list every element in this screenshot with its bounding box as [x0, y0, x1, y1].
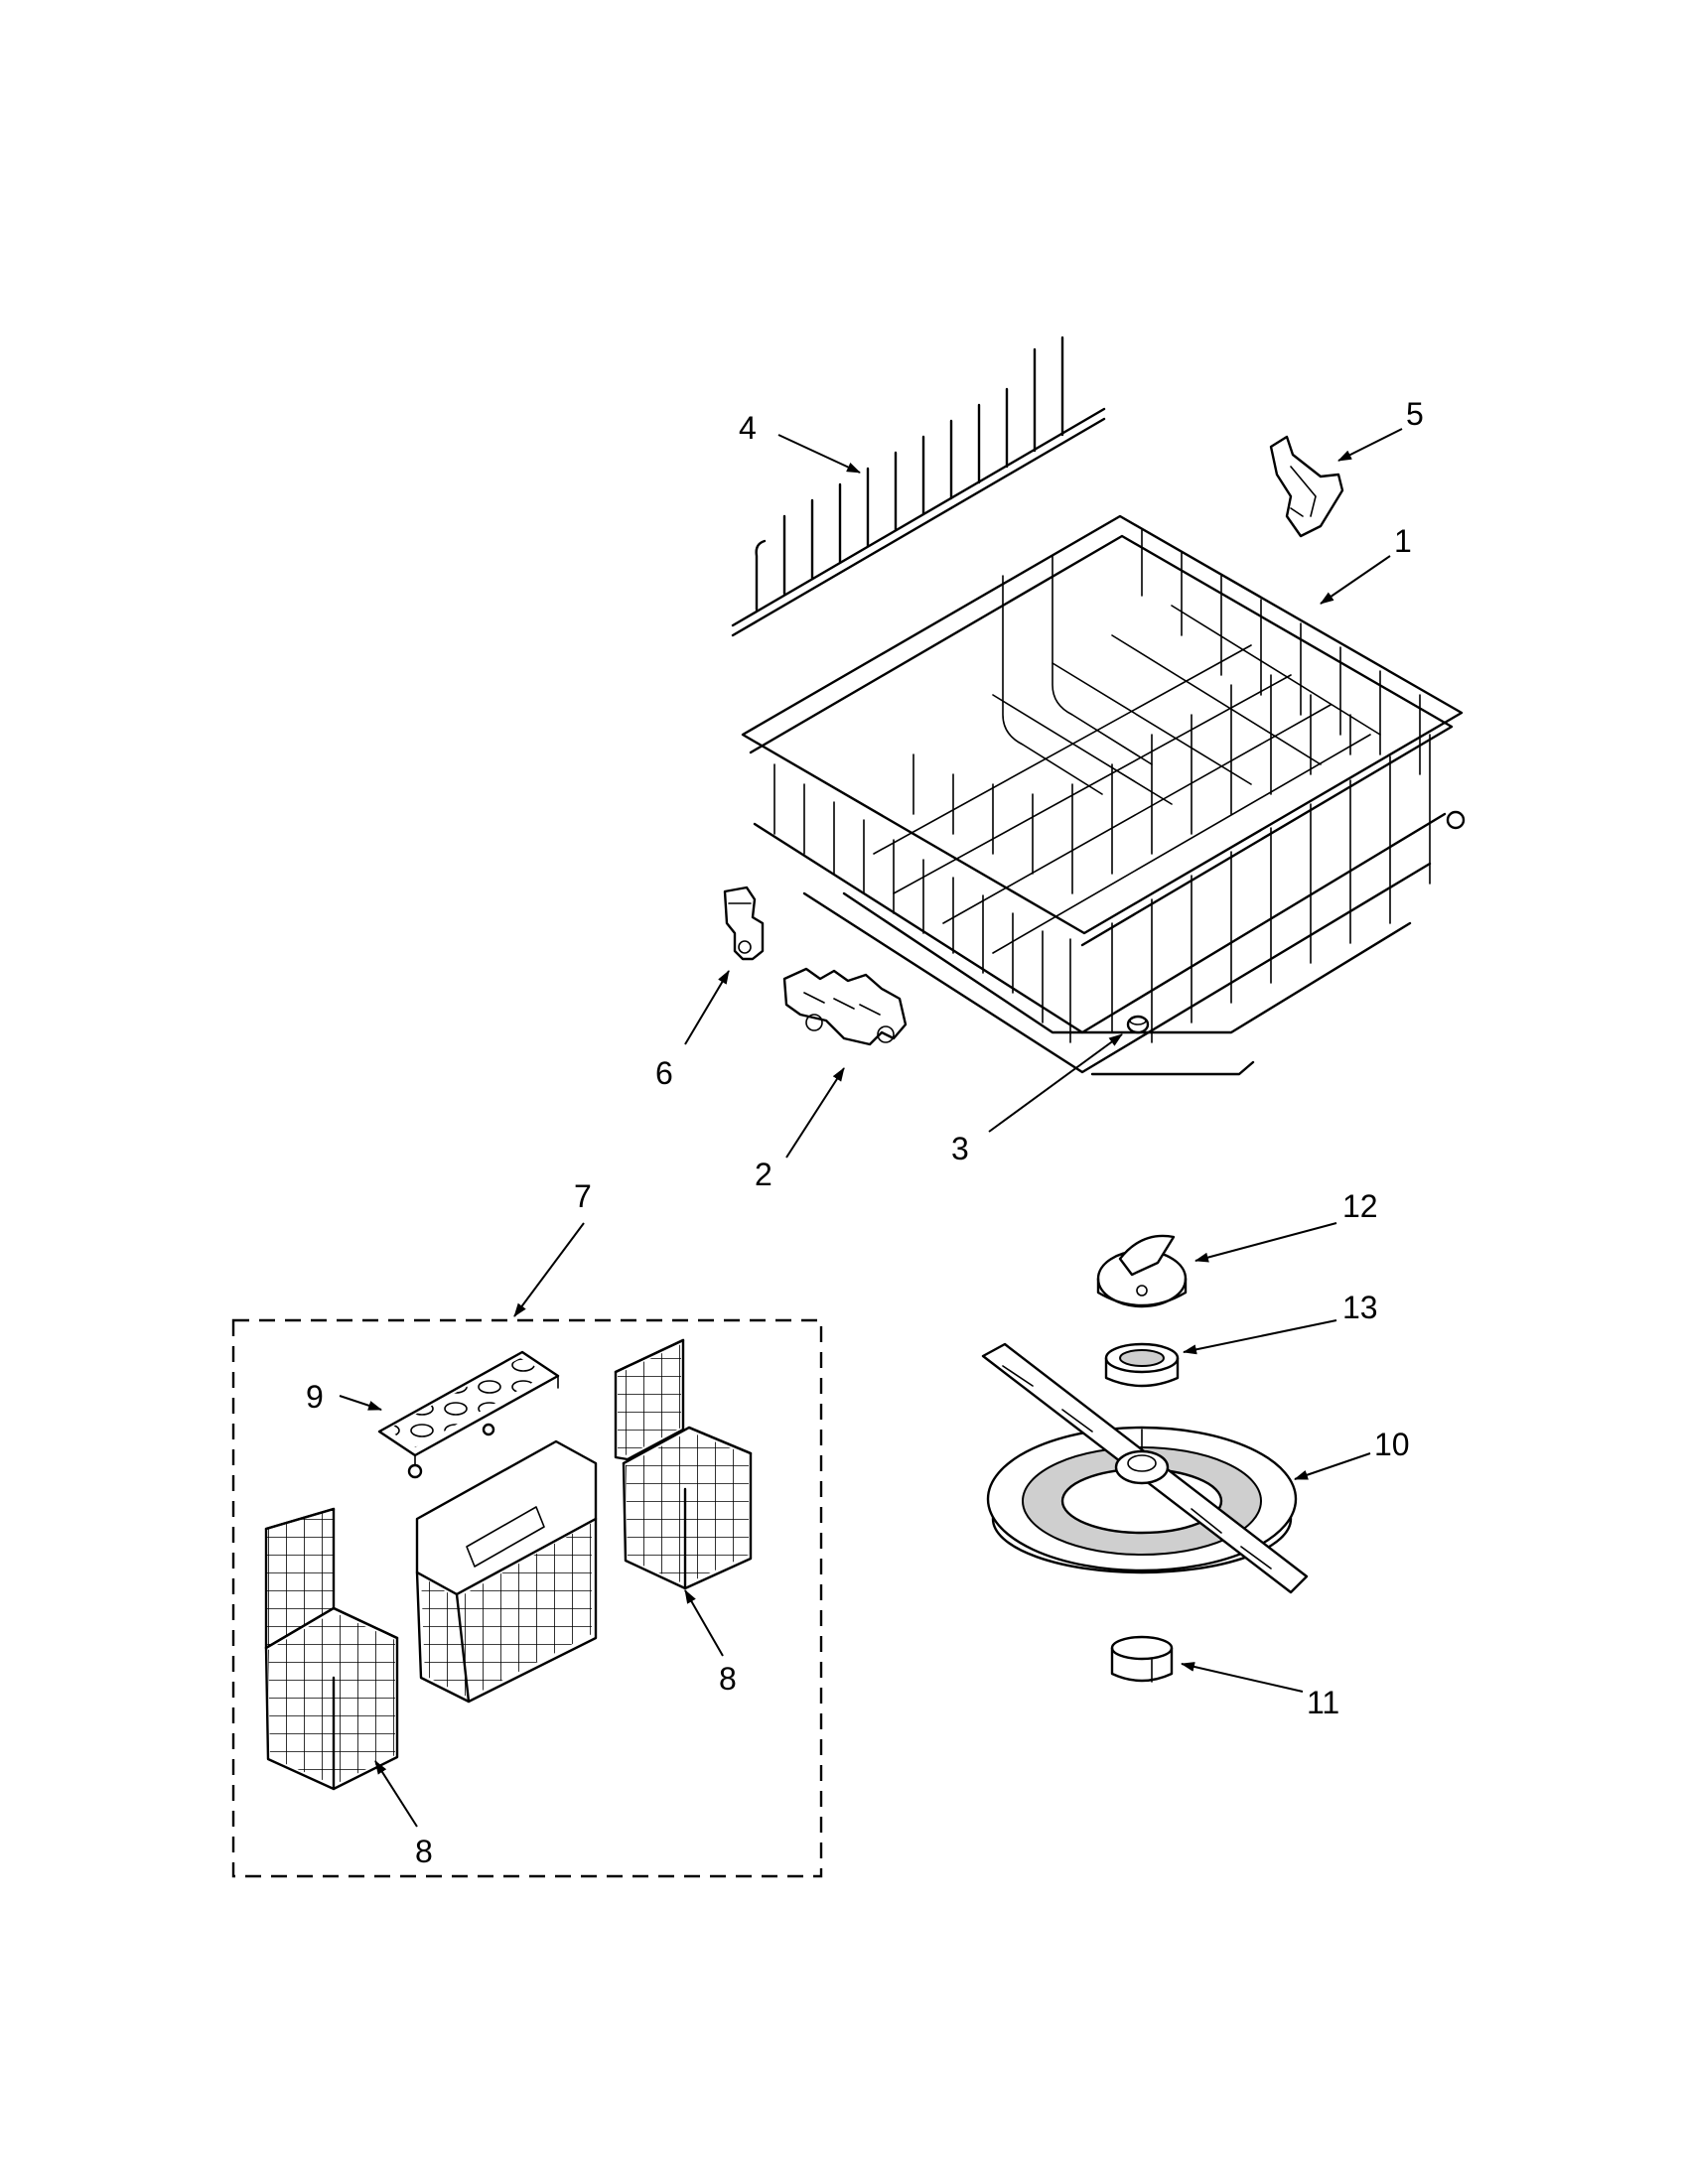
- callout-13: 13: [1342, 1290, 1378, 1325]
- callout-8b: 8: [415, 1834, 433, 1869]
- callout-10: 10: [1374, 1427, 1410, 1462]
- small-basket-right-part: [614, 1338, 753, 1590]
- callout-9: 9: [306, 1379, 324, 1415]
- spray-arm-assembly-part: [981, 1342, 1309, 1594]
- cap-part: [1126, 1015, 1150, 1034]
- callout-labels: 1 2 3 4 5 6 7 8 8 9 10 11 12 13: [306, 396, 1424, 1869]
- callout-5: 5: [1406, 396, 1424, 432]
- rack-clip-part: [1269, 435, 1344, 538]
- callout-6: 6: [655, 1055, 673, 1091]
- callout-11: 11: [1307, 1685, 1339, 1720]
- seal-part: [1104, 1342, 1180, 1388]
- handle-basket-part: [415, 1439, 598, 1704]
- callout-8a: 8: [719, 1661, 737, 1697]
- rack-stop-part: [723, 886, 765, 961]
- tines: [755, 336, 1064, 612]
- leader-lines: [339, 428, 1403, 1828]
- tine-row-part: [731, 336, 1106, 637]
- callout-2: 2: [755, 1157, 772, 1192]
- small-basket-left-part: [264, 1507, 399, 1791]
- callout-12: 12: [1342, 1188, 1378, 1224]
- retainer-ring-part: [1110, 1635, 1174, 1683]
- callout-7: 7: [574, 1178, 592, 1214]
- roller-bracket-part: [782, 967, 908, 1046]
- callout-3: 3: [951, 1131, 969, 1166]
- callout-4: 4: [739, 410, 757, 446]
- hub-cap-part: [1096, 1234, 1188, 1308]
- silverware-basket-kit-box: [231, 1318, 823, 1878]
- basket-cover-part: [377, 1350, 560, 1479]
- callout-1: 1: [1394, 523, 1412, 559]
